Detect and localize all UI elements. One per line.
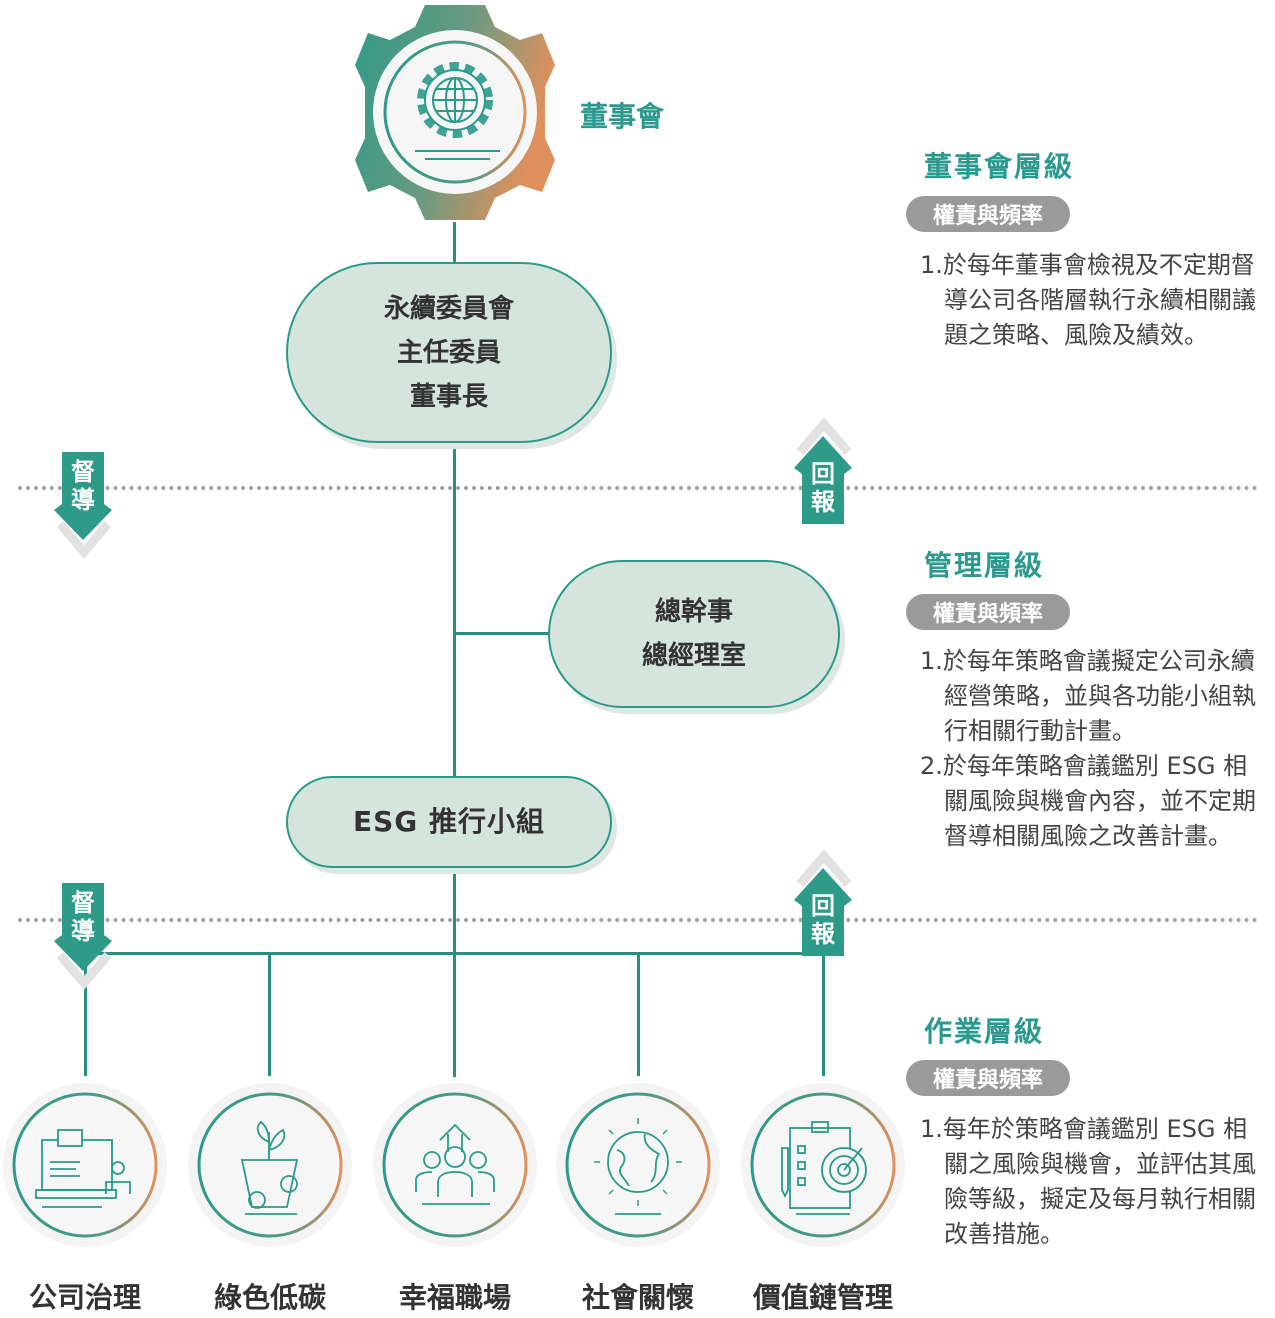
management-node: 總幹事 總經理室 <box>548 560 840 708</box>
desc-item: 1.於每年董事會檢視及不定期督導公司各階層執行永續相關議題之策略、風險及績效。 <box>920 251 1256 349</box>
board-label: 董事會 <box>580 100 665 133</box>
supervise-down-arrow: 督導 <box>54 883 114 993</box>
pillar-line <box>84 952 87 1076</box>
node-line: 總幹事 <box>654 597 733 627</box>
level-description: 1.於每年策略會議擬定公司永續經營策略，並與各功能小組執行相關行動計畫。2.於每… <box>920 644 1265 854</box>
management-branch-line <box>455 632 550 635</box>
node-line: 董事長 <box>409 381 488 412</box>
node-line: 永續委員會 <box>383 293 514 324</box>
arrow-char: 報 <box>811 920 835 948</box>
pillar-line <box>637 952 640 1076</box>
level-badge: 權責與頻率 <box>906 196 1070 232</box>
pillar-bus-line <box>84 952 825 955</box>
desc-item: 1.每年於策略會議鑑別 ESG 相關之風險與機會，並評估其風險等級，擬定及每月執… <box>920 1115 1256 1248</box>
esg-group-node: ESG 推行小組 <box>286 776 612 868</box>
level-description: 1.於每年董事會檢視及不定期督導公司各階層執行永續相關議題之策略、風險及績效。 <box>920 248 1265 353</box>
pillar-label: 公司治理 <box>28 1281 141 1314</box>
node-line: 主任委員 <box>396 337 501 368</box>
desc-item: 1.於每年策略會議擬定公司永續經營策略，並與各功能小組執行相關行動計畫。 <box>920 647 1256 745</box>
supervise-down-arrow: 督導 <box>54 452 114 562</box>
level-title: 作業層級 <box>924 1015 1045 1048</box>
level-divider <box>18 918 1258 922</box>
level-title: 董事會層級 <box>924 150 1075 183</box>
node-line: ESG 推行小組 <box>352 805 546 838</box>
level-divider <box>18 486 1258 490</box>
arrow-char: 導 <box>71 917 95 945</box>
pillar-label: 社會關懷 <box>581 1281 694 1314</box>
clipboard-target-icon <box>741 1083 905 1247</box>
node-line: 總經理室 <box>641 641 746 671</box>
trunk-line <box>453 222 456 1077</box>
laptop-presenter-icon <box>3 1083 167 1247</box>
pillar-label: 綠色低碳 <box>213 1281 326 1314</box>
board-gear-icon <box>355 5 555 220</box>
level-title: 管理層級 <box>924 549 1045 582</box>
arrow-char: 回 <box>811 460 835 488</box>
desc-item: 2.於每年策略會議鑑別 ESG 相關風險與機會內容，並不定期督導相關風險之改善計… <box>920 752 1256 850</box>
arrow-char: 督 <box>71 458 95 486</box>
level-badge: 權責與頻率 <box>906 1060 1070 1096</box>
level-description: 1.每年於策略會議鑑別 ESG 相關之風險與機會，並評估其風險等級，擬定及每月執… <box>920 1112 1265 1252</box>
arrow-char: 報 <box>811 488 835 516</box>
arrow-char: 回 <box>811 892 835 920</box>
globe-people-icon <box>556 1083 720 1247</box>
pillar-label: 價值鏈管理 <box>752 1281 893 1314</box>
plant-pot-icon <box>188 1083 352 1247</box>
arrow-char: 導 <box>71 486 95 514</box>
report-up-arrow: 回報 <box>794 418 854 526</box>
report-up-arrow: 回報 <box>794 850 854 958</box>
arrow-char: 督 <box>71 889 95 917</box>
team-growth-icon <box>373 1083 537 1247</box>
pillar-label: 幸福職場 <box>398 1281 511 1314</box>
pillar-line <box>268 952 271 1076</box>
pillar-line <box>822 952 825 1076</box>
sustainability-committee-node: 永續委員會 主任委員 董事長 <box>286 262 612 443</box>
level-badge: 權責與頻率 <box>906 594 1070 630</box>
